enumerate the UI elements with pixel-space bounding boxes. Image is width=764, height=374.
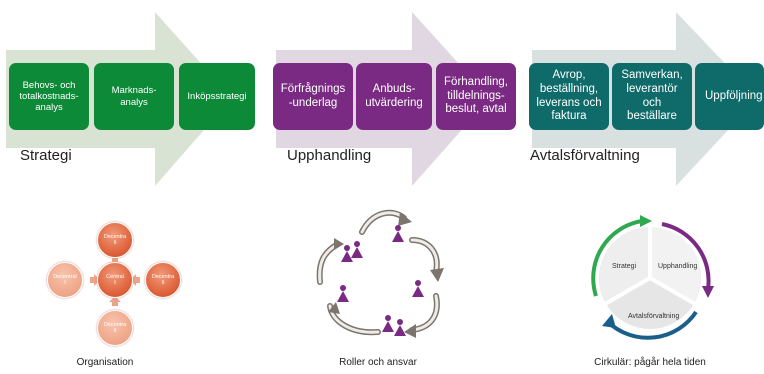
- strategy-box-market-analysis: Marknads- analys: [94, 63, 174, 130]
- procurement-box-tender-evaluation: Anbuds- utvärdering: [356, 63, 432, 130]
- strategy-box-procurement-strategy: Inköpsstrategi: [179, 63, 255, 130]
- section-title-procurement: Upphandling: [287, 147, 372, 164]
- procurement-box-tender-documents: Förfrågnings -underlag: [273, 63, 353, 130]
- section-title-strategy: Strategi: [20, 147, 72, 164]
- organisation-node-bottom: Decentra lt: [97, 310, 133, 346]
- organisation-node-left: Decentral t: [47, 262, 83, 298]
- contract-box-collaboration: Samverkan, leverantör och beställare: [612, 63, 692, 130]
- organisation-node-center: Central t: [97, 262, 133, 298]
- section-title-contract-management: Avtalsförvaltning: [530, 147, 640, 164]
- contract-box-call-off: Avrop, beställning, leverans och faktura: [529, 63, 609, 130]
- person-icons: [337, 225, 424, 336]
- strategy-arrow-shape: [6, 12, 758, 186]
- strategy-box-needs-analysis: Behovs- och totalkostnads- analys: [9, 63, 89, 130]
- cycle-caption: Cirkulär: pågår hela tiden: [594, 357, 706, 368]
- contract-box-follow-up: Uppföljning: [695, 63, 764, 130]
- procurement-box-negotiation: Förhandling, tilldelnings- beslut, avtal: [436, 63, 516, 130]
- organisation-node-right: Decentra lt: [145, 262, 181, 298]
- organisation-node-top: Decentra lt: [97, 222, 133, 258]
- roles-caption: Roller och ansvar: [339, 357, 417, 368]
- cycle-segment-contract-management: Avtalsförvaltning: [628, 313, 680, 320]
- cycle-segment-procurement: Upphandling: [658, 263, 698, 270]
- cycle-segment-strategy: Strategi: [612, 263, 637, 270]
- organisation-caption: Organisation: [76, 357, 134, 368]
